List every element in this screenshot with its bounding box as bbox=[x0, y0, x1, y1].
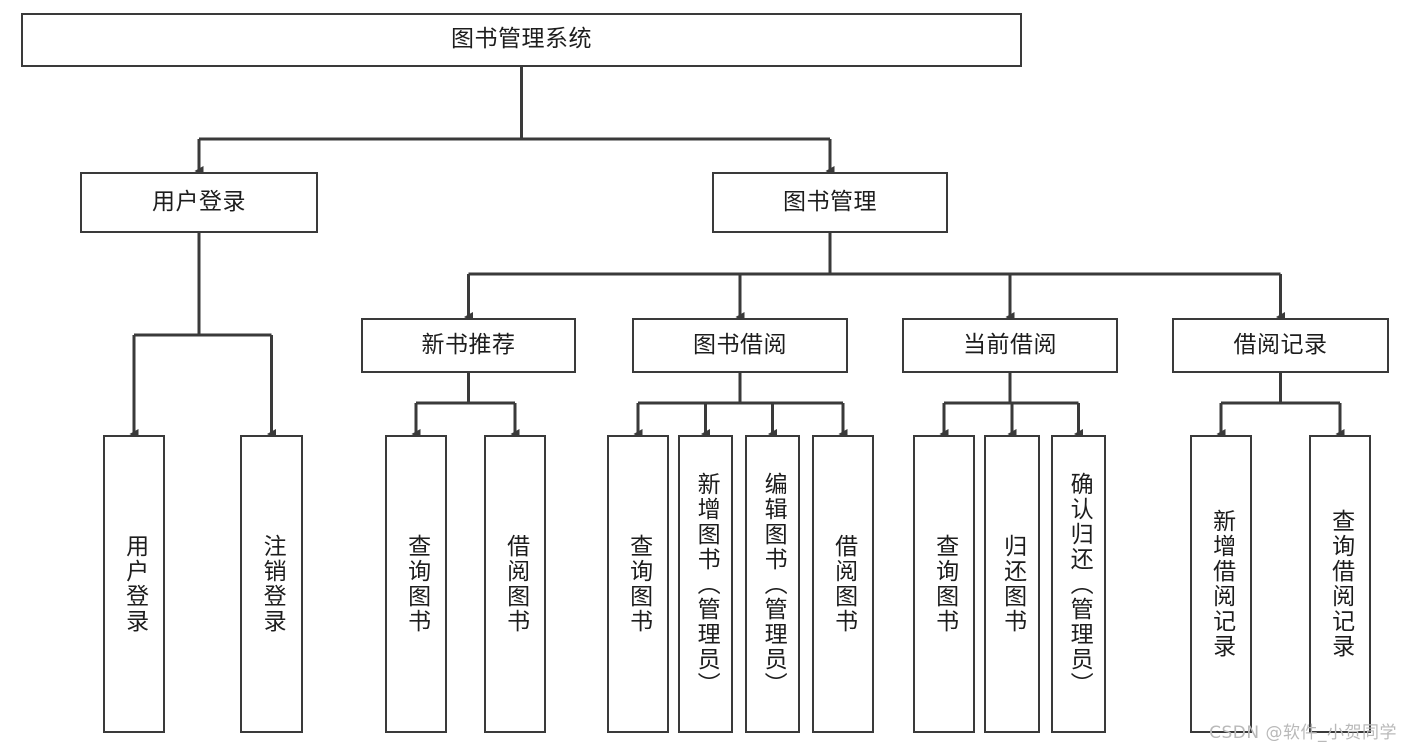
node-l-editbook[interactable]: 编辑图书（管理员） bbox=[745, 435, 800, 733]
node-l-qbook3[interactable]: 查询图书 bbox=[913, 435, 975, 733]
node-label: 图书管理系统 bbox=[451, 26, 592, 53]
node-l-addbook[interactable]: 新增图书（管理员） bbox=[678, 435, 733, 733]
node-label: 用户登录 bbox=[152, 188, 246, 215]
edge-group bbox=[129, 67, 1345, 439]
node-label: 查询借阅记录 bbox=[1327, 509, 1354, 659]
node-label: 用户登录 bbox=[121, 534, 148, 634]
node-l-login[interactable]: 用户登录 bbox=[103, 435, 165, 733]
node-l-qbook1[interactable]: 查询图书 bbox=[385, 435, 447, 733]
node-label: 确认归还（管理员） bbox=[1066, 471, 1093, 697]
node-label: 查询图书 bbox=[931, 534, 958, 634]
node-label: 查询图书 bbox=[403, 534, 430, 634]
node-l-bbook2[interactable]: 借阅图书 bbox=[812, 435, 874, 733]
node-l-confirm[interactable]: 确认归还（管理员） bbox=[1051, 435, 1106, 733]
node-records[interactable]: 借阅记录 bbox=[1172, 318, 1389, 373]
node-label: 新增图书（管理员） bbox=[693, 471, 720, 697]
watermark: CSDN @软件_小贺同学 bbox=[1209, 723, 1397, 743]
node-label: 借阅图书 bbox=[830, 534, 857, 634]
node-newrec[interactable]: 新书推荐 bbox=[361, 318, 576, 373]
node-current[interactable]: 当前借阅 bbox=[902, 318, 1118, 373]
node-label: 借阅记录 bbox=[1233, 331, 1328, 358]
node-label: 借阅图书 bbox=[502, 534, 529, 634]
node-label: 编辑图书（管理员） bbox=[760, 471, 787, 697]
node-login[interactable]: 用户登录 bbox=[80, 172, 318, 233]
node-label: 新书推荐 bbox=[421, 331, 516, 358]
node-l-return[interactable]: 归还图书 bbox=[984, 435, 1040, 733]
node-l-logout[interactable]: 注销登录 bbox=[240, 435, 303, 733]
node-label: 查询图书 bbox=[625, 534, 652, 634]
node-l-qbook2[interactable]: 查询图书 bbox=[607, 435, 669, 733]
node-bookmgmt[interactable]: 图书管理 bbox=[712, 172, 948, 233]
node-l-addrec[interactable]: 新增借阅记录 bbox=[1190, 435, 1252, 733]
node-label: 图书管理 bbox=[783, 188, 877, 215]
node-label: 当前借阅 bbox=[963, 331, 1057, 358]
node-l-qrec[interactable]: 查询借阅记录 bbox=[1309, 435, 1371, 733]
node-label: 图书借阅 bbox=[693, 331, 787, 358]
node-label: 归还图书 bbox=[999, 534, 1026, 634]
node-root[interactable]: 图书管理系统 bbox=[21, 13, 1022, 67]
node-label: 新增借阅记录 bbox=[1208, 509, 1235, 659]
node-l-bbook1[interactable]: 借阅图书 bbox=[484, 435, 546, 733]
node-borrow[interactable]: 图书借阅 bbox=[632, 318, 848, 373]
node-label: 注销登录 bbox=[259, 534, 286, 634]
